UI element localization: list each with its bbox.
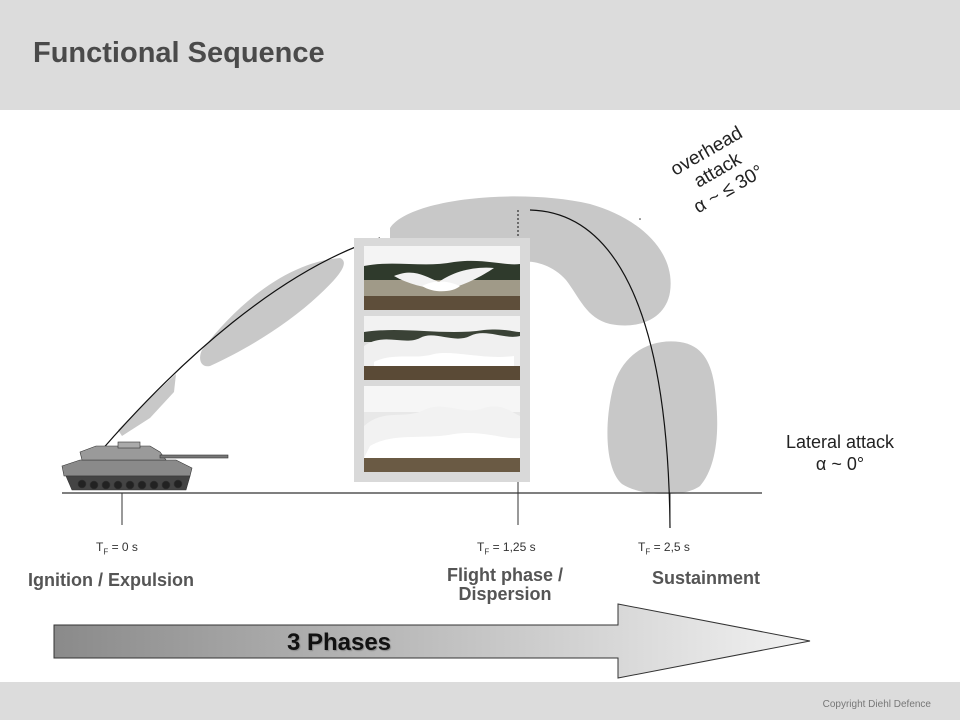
footer-bar: Copyright Diehl Defence (0, 682, 960, 720)
page-title: Functional Sequence (33, 37, 325, 69)
tank-icon (61, 441, 229, 491)
timestamp-0s: TF = 0 s (96, 540, 138, 557)
trajectory-dot (639, 218, 641, 220)
timestamp-125s: TF = 1,25 s (477, 540, 536, 557)
smoke-cloud-2 (200, 258, 344, 367)
phase-flight: Flight phase / Dispersion (425, 566, 585, 604)
header-bar: Functional Sequence (0, 0, 960, 110)
trajectory-curve (99, 237, 381, 453)
phases-arrow (53, 603, 811, 679)
photo-sustainment (364, 386, 520, 472)
photo-frame (354, 238, 530, 482)
phase-flight-line2: Dispersion (458, 584, 552, 604)
phase-flight-line1: Flight phase / (446, 565, 563, 585)
phase-sustainment: Sustainment (652, 568, 761, 588)
smoke-cloud-1 (118, 374, 176, 436)
trajectory-arc (529, 209, 671, 529)
smoke-cloud-3 (390, 196, 671, 326)
phase-ignition: Ignition / Expulsion (28, 570, 194, 590)
lateral-attack-label: Lateral attack α ~ 0° (772, 431, 908, 475)
photo-flight (364, 316, 520, 380)
timestamp-25s: TF = 2,5 s (638, 540, 690, 557)
arrow-label: 3 Phases (286, 629, 392, 656)
copyright-text: Copyright Diehl Defence (822, 699, 931, 710)
smoke-cloud-4 (607, 341, 718, 495)
photo-ignition (364, 246, 520, 310)
lateral-line2: α ~ 0° (815, 454, 865, 474)
lateral-line1: Lateral attack (785, 432, 895, 452)
